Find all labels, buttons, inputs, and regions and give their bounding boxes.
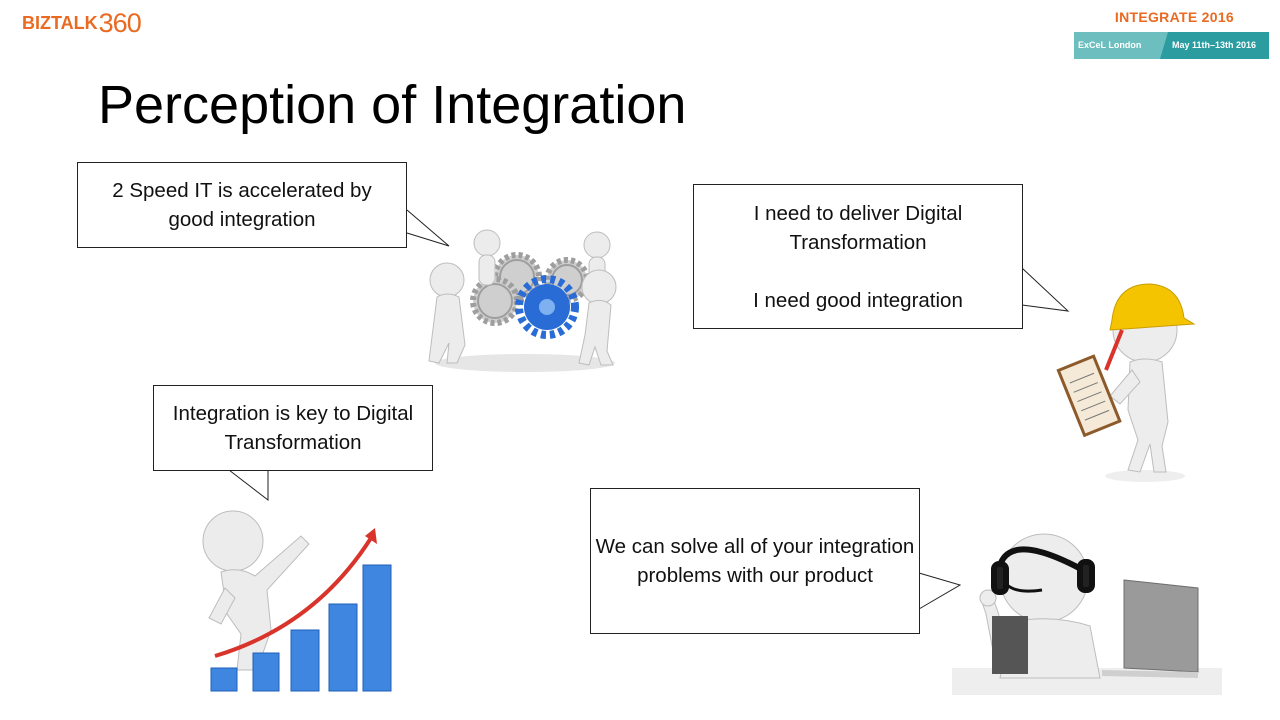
speech-bubble-solve-problems: We can solve all of your integration pro… (590, 488, 920, 634)
logo-word: BIZTALK (22, 12, 98, 33)
construction-worker-illustration (1056, 283, 1196, 482)
page-title: Perception of Integration (98, 75, 687, 135)
event-dates: May 11th–13th 2016 (1160, 32, 1269, 59)
chair-icon (992, 616, 1028, 674)
growth-chart-figure-illustration (202, 510, 392, 692)
logo-number: 360 (98, 7, 142, 38)
bubble-tail-4 (918, 572, 962, 610)
bubble-text-digital-transformation: I need to deliver Digital Transformation (753, 201, 963, 254)
headset-icon (991, 546, 1095, 595)
pencil-icon (1104, 329, 1124, 371)
hard-hat-icon (1109, 283, 1196, 331)
laptop-icon (1102, 579, 1199, 678)
bubble-tail-1 (406, 209, 450, 247)
blue-gear-icon (515, 275, 579, 339)
speech-bubble-digital-transformation-need: I need to deliver Digital Transformation… (693, 184, 1023, 329)
event-venue: ExCeL London (1074, 32, 1168, 59)
bar-chart-icon (210, 564, 392, 692)
bubble-text-solve-problems: We can solve all of your integration pro… (595, 535, 915, 587)
support-agent-headset-illustration (952, 533, 1222, 695)
event-title: INTEGRATE 2016 (1114, 9, 1234, 25)
speech-bubble-integration-key: Integration is key to Digital Transforma… (153, 385, 433, 471)
clipboard-icon (1056, 354, 1122, 438)
bubble-tail-2 (1021, 267, 1070, 312)
biztalk360-logo: BIZTALK 360 (22, 7, 142, 38)
speech-bubble-speed-it: 2 Speed IT is accelerated by good integr… (77, 162, 407, 248)
trend-arrow-icon (214, 536, 373, 658)
bubble-text-speed-it: 2 Speed IT is accelerated by good integr… (112, 179, 372, 231)
event-info-bar: ExCeL London May 11th–13th 2016 (1074, 32, 1269, 59)
gears-team-illustration (428, 229, 617, 372)
bubble-text-integration-key: Integration is key to Digital Transforma… (172, 402, 414, 454)
bubble-text-good-integration: I need good integration (753, 288, 963, 312)
bubble-tail-3 (228, 469, 269, 502)
